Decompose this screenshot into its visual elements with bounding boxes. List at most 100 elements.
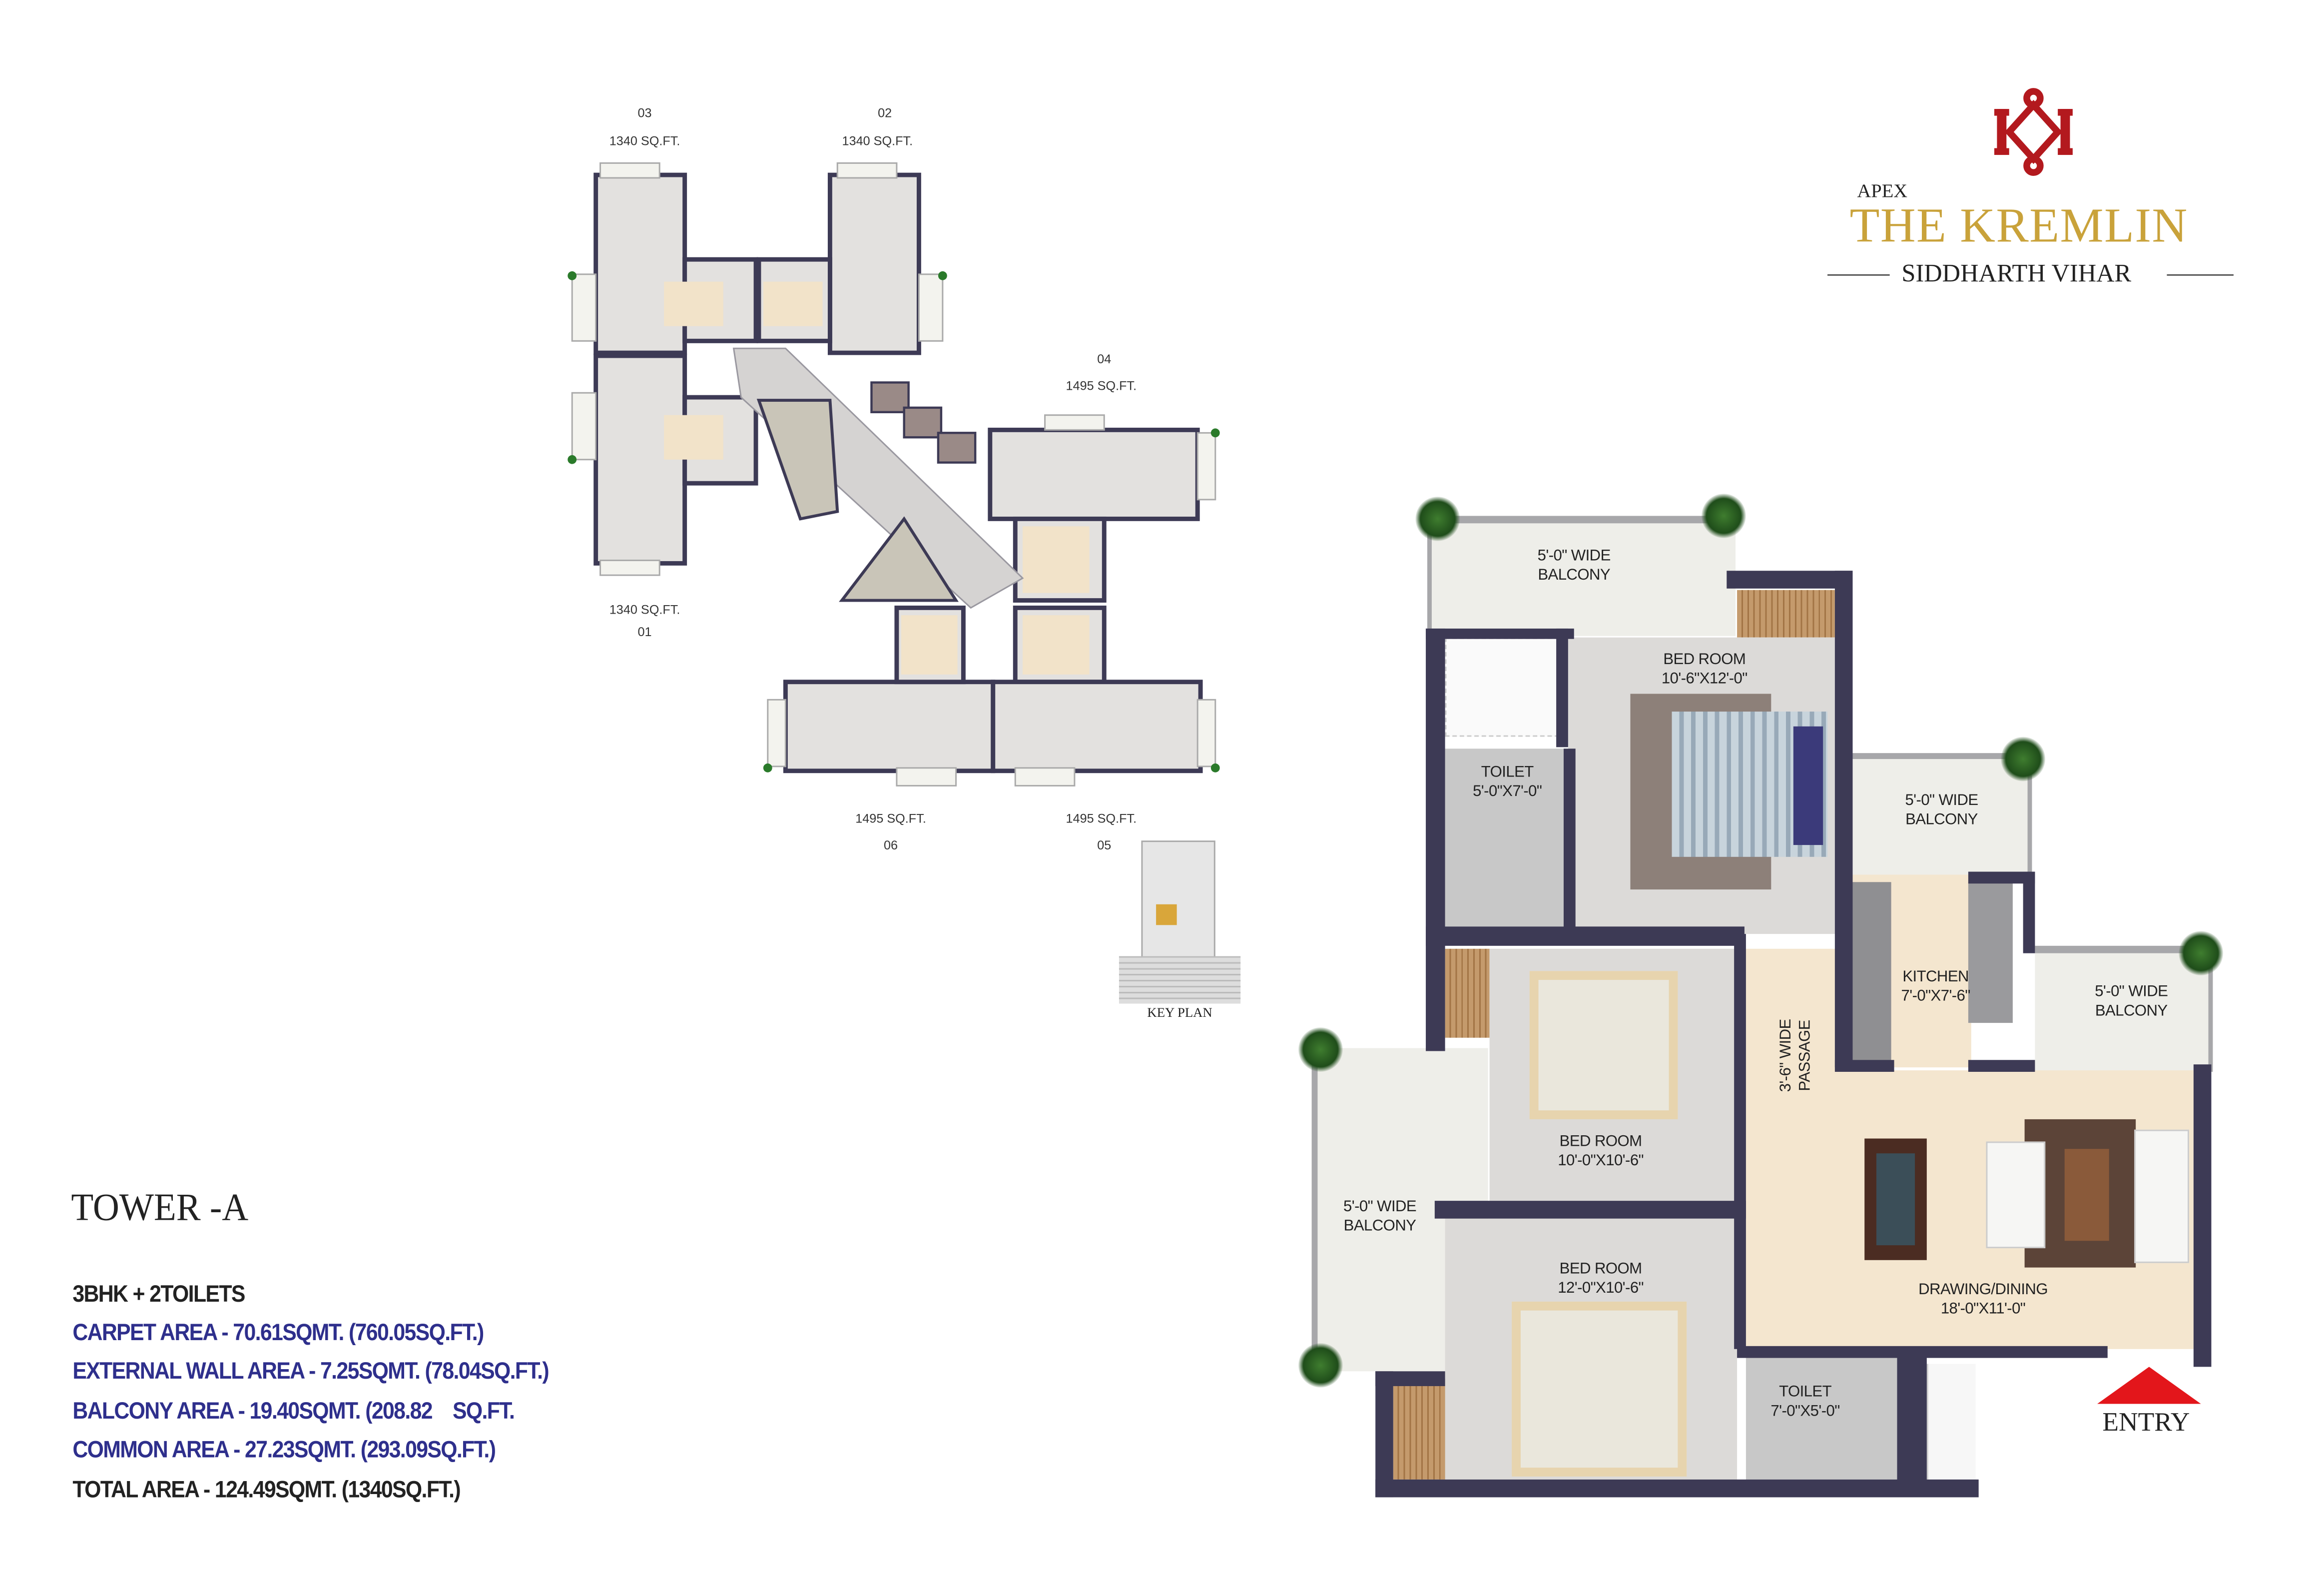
unit-06-number: 06 [884,837,898,852]
dining-tabletop [1876,1153,1915,1246]
unit-type: 3BHK + 2TOILETS [72,1282,245,1308]
room-name: TOILET [1481,763,1534,782]
balcony-area: BALCONY AREA - 19.40SQMT. (208.82 SQ.FT. [72,1399,515,1425]
brand-name: THE KREMLIN [1849,200,2188,254]
wall [1834,1060,1894,1072]
total-area: TOTAL AREA - 124.49SQMT. (1340SQ.FT.) [72,1478,461,1504]
carpet-area: CARPET AREA - 70.61SQMT. (760.05SQ.FT.) [72,1321,484,1346]
wardrobe-bedroom-3 [1393,1379,1445,1480]
room-size: 7'-0"X5'-0" [1770,1402,1840,1421]
room-name: BED ROOM [1559,1132,1642,1151]
wall [1426,628,1445,1051]
bedroom-3-bed [1512,1301,1687,1477]
wall [1734,934,1746,1349]
plant-icon [1298,1343,1343,1388]
sofa-right [2134,1129,2189,1263]
brand-logo: APEX THE KREMLIN SIDDHARTH VIHAR [1823,81,2238,296]
unit-05-area: 1495 SQ.FT. [1066,810,1137,826]
plant-icon [2179,931,2224,976]
brand-divider-right [2167,274,2234,276]
wall [1556,628,1568,748]
room-size: 5'-0"X7'-0" [1473,783,1542,801]
kremlin-emblem-icon [1994,88,2073,176]
unit-04-number: 04 [1097,351,1112,366]
external-wall-area: EXTERNAL WALL AREA - 7.25SQMT. (78.04SQ.… [72,1359,549,1385]
unit-04-area: 1495 SQ.FT. [1066,378,1137,393]
unit-02-number: 02 [878,105,892,120]
room-size: 10'-6"X12'-0" [1661,670,1747,688]
brand-location: SIDDHARTH VIHAR [1901,259,2132,288]
balcony-right [1852,753,2032,878]
tower-title: TOWER -A [71,1186,249,1229]
brand-divider-left [1827,274,1890,276]
wall [1968,1060,2035,1072]
wardrobe-top [1737,590,1835,638]
tower-plan: 03 1340 SQ.FT. 02 1340 SQ.FT. 04 1495 SQ… [563,89,1259,1038]
wall [1426,628,1574,639]
key-plan-label: KEY PLAN [1147,1005,1212,1020]
common-area: COMMON AREA - 27.23SQMT. (293.09SQ.FT.) [72,1438,496,1464]
brand-apex: APEX [1857,179,1908,202]
plant-icon [1701,493,1746,538]
wall [2193,1064,2212,1367]
plant-icon [1415,496,1460,541]
balcony-top [1427,516,1736,636]
master-bed-pillows [1793,726,1823,845]
wall [1375,1479,1979,1498]
coffee-table [2064,1149,2109,1241]
balcony-name: BALCONY [1343,1217,1416,1235]
balcony-far-right [2035,945,2213,1072]
balcony-width: 5'-0" WIDE [2095,982,2168,1001]
bedroom-2-bed [1529,971,1678,1119]
plant-icon [2001,737,2046,782]
key-plan-building [1141,840,1215,959]
balcony-name: BALCONY [1538,566,1611,584]
shaft [1926,1364,1976,1480]
passage-width: 3'-6" WIDE [1777,1019,1795,1092]
balcony-name: BALCONY [1905,810,1978,829]
wall [1897,1352,1927,1486]
wall [1426,926,1744,946]
wall [1968,871,2035,884]
room-name: BED ROOM [1663,651,1746,669]
entry-arrow-icon [2097,1367,2201,1404]
room-name: DRAWING/DINING [1918,1281,2048,1299]
room-size: 18'-0"X11'-0" [1940,1300,2026,1318]
wall [1434,1201,1746,1219]
unit-03-number: 03 [637,105,652,120]
balcony-width: 5'-0" WIDE [1537,547,1611,565]
room-name: BED ROOM [1559,1260,1642,1278]
shower-area [1445,637,1560,737]
wall [1834,571,1853,1068]
sofa-left [1986,1141,2046,1249]
room-size: 10'-0"X10'-6" [1558,1152,1644,1170]
wall [2023,871,2035,953]
unit-03-area: 1340 SQ.FT. [609,133,680,148]
wall [1727,571,1853,589]
room-name: TOILET [1779,1383,1832,1401]
wall [1375,1371,1393,1498]
balcony-width: 5'-0" WIDE [1905,792,1978,809]
toilet-1-floor [1445,749,1564,927]
key-plan-road [1119,956,1241,1004]
tower-plan-drawing [568,162,1220,787]
balcony-name: BALCONY [2095,1002,2168,1020]
wardrobe-bedroom-2 [1445,948,1490,1038]
wall [1563,749,1576,934]
room-size: 12'-0"X10'-6" [1558,1279,1644,1297]
unit-01-number: 01 [637,624,652,639]
toilet-2-floor [1745,1352,1897,1480]
